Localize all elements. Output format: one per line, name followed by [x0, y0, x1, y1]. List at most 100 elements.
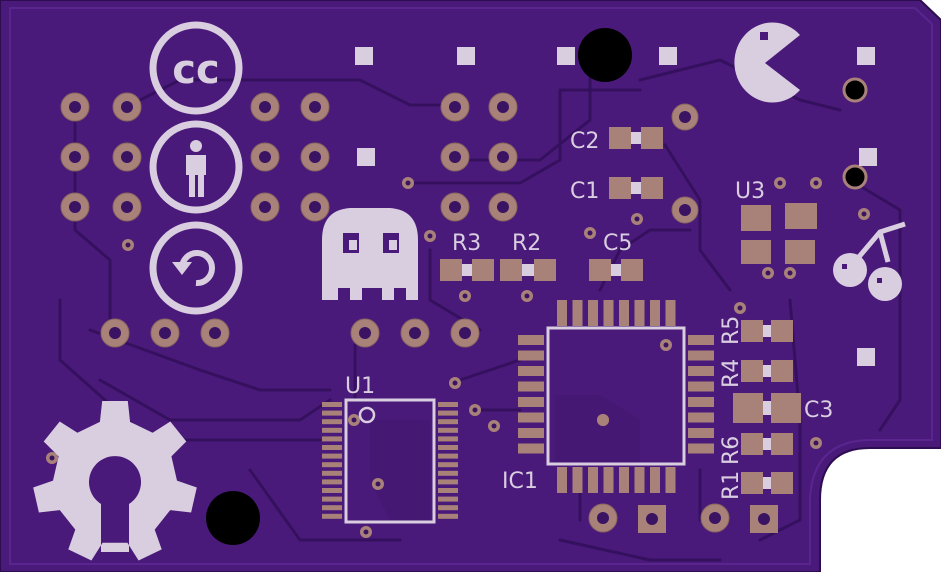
ic1-pin-bottom — [603, 467, 614, 493]
ic1-pin-right — [688, 366, 714, 376]
label-u1: U1 — [345, 374, 375, 399]
smd-capacitor-c1 — [609, 177, 663, 199]
ic1-pin-top — [557, 300, 567, 326]
u1-pin-left — [322, 419, 342, 425]
share-alike-icon — [149, 221, 243, 315]
ic1-pin-left — [518, 350, 544, 361]
u1-pin-right — [438, 488, 458, 493]
ic1-pin-right — [688, 350, 714, 361]
u1-pin-left — [322, 427, 342, 433]
label-c2: C2 — [570, 129, 599, 154]
ic1-pin-right — [688, 381, 714, 392]
u1-pin-right — [438, 453, 458, 459]
ic1-pin-bottom — [665, 467, 676, 493]
smd-capacitor-c3 — [733, 393, 801, 423]
u1-pin-right — [438, 496, 458, 502]
smd-capacitor-c5 — [589, 259, 643, 281]
ic1-pin-top — [650, 300, 660, 326]
square-header-pads — [638, 505, 778, 533]
label-r4: R4 — [719, 359, 744, 388]
u1-soic-package — [322, 398, 458, 524]
u1-pin-left — [322, 436, 342, 442]
smd-resistor-r4 — [741, 360, 793, 382]
ic1-pin-bottom — [619, 467, 629, 493]
label-c5: C5 — [603, 231, 632, 256]
ic1-pin-left — [518, 412, 544, 423]
u1-pin-right — [438, 436, 458, 442]
ic1-pin-left — [518, 381, 544, 392]
label-u3: U3 — [735, 179, 765, 204]
u1-pin-right — [438, 427, 458, 433]
ic1-pin-left — [518, 428, 544, 438]
board-inner-edge — [9, 7, 933, 565]
u1-pin-left — [322, 479, 342, 485]
ic1-pin-left — [518, 335, 544, 345]
ghost-icon — [322, 208, 418, 300]
u1-pin-left — [322, 488, 342, 493]
u1-pin-right — [438, 505, 458, 511]
smd-resistor-r2 — [500, 259, 556, 281]
ic1-pin-bottom — [557, 467, 567, 493]
pacman-icon — [734, 22, 800, 103]
u1-pin-right — [438, 470, 458, 476]
mounting-holes — [206, 28, 868, 545]
attribution-icon — [149, 120, 243, 214]
u1-pin-right — [438, 445, 458, 450]
through-hole-drills — [69, 101, 721, 524]
ic1-pin-right — [688, 412, 714, 423]
u1-pin-left — [322, 513, 342, 519]
ic1-qfp-package — [518, 300, 714, 493]
ic1-pin-right — [688, 335, 714, 345]
label-r6: R6 — [719, 436, 744, 465]
ic1-pin-left — [518, 443, 544, 454]
ic1-pin-right — [688, 397, 714, 407]
label-c3: C3 — [804, 398, 833, 423]
smd-resistor-r3 — [440, 259, 494, 281]
smd-resistor-r1 — [741, 472, 793, 494]
ic1-pin-top — [588, 300, 598, 326]
ic1-pin-top — [603, 300, 614, 326]
label-r5: R5 — [719, 316, 744, 345]
smd-regulator-u3 — [741, 203, 817, 264]
label-r2: R2 — [512, 231, 541, 256]
u1-pin-right — [438, 402, 458, 407]
label-ic1: IC1 — [502, 469, 538, 494]
ic1-pin-top — [665, 300, 676, 326]
fiducial-markers — [355, 47, 877, 366]
creative-commons-icon: cc — [149, 21, 243, 115]
ic1-pin-left — [518, 366, 544, 376]
ic1-pin-bottom — [572, 467, 583, 493]
mounting-hole-top — [578, 28, 632, 82]
cc-logo-text: cc — [172, 47, 219, 93]
u1-pin-left — [322, 453, 342, 459]
u1-pin-right — [438, 479, 458, 485]
ic1-pin-top — [572, 300, 583, 326]
ic1-pin-bottom — [634, 467, 645, 493]
smd-resistor-r6 — [741, 433, 793, 455]
smd-capacitor-c2 — [609, 127, 663, 149]
ic1-pin-right — [688, 428, 714, 438]
label-r1: R1 — [719, 471, 744, 500]
u1-pin-right — [438, 513, 458, 519]
ic1-pin-bottom — [588, 467, 598, 493]
via-drills — [49, 180, 867, 535]
u1-pin-left — [322, 496, 342, 502]
u1-pin-left — [322, 445, 342, 450]
label-r3: R3 — [452, 231, 481, 256]
ic1-pin-right — [688, 443, 714, 454]
ic1-pin-bottom — [650, 467, 660, 493]
u1-pin-right — [438, 462, 458, 468]
label-c1: C1 — [570, 179, 599, 204]
mounting-hole-bottom — [206, 491, 260, 545]
silkscreen-labels: C2 C1 U3 R3 R2 C5 C3 U1 IC1 R5 R4 R6 R1 — [345, 129, 833, 500]
u1-pin-left — [322, 402, 342, 407]
copper-pour-shapes — [370, 395, 640, 520]
u1-pin-left — [322, 462, 342, 468]
u1-pin-left — [322, 410, 342, 416]
cherry-icon — [833, 221, 906, 301]
copper-traces — [58, 58, 902, 562]
ic1-pin-top — [634, 300, 645, 326]
u1-pin-left — [322, 470, 342, 476]
u1-pin-right — [438, 410, 458, 416]
